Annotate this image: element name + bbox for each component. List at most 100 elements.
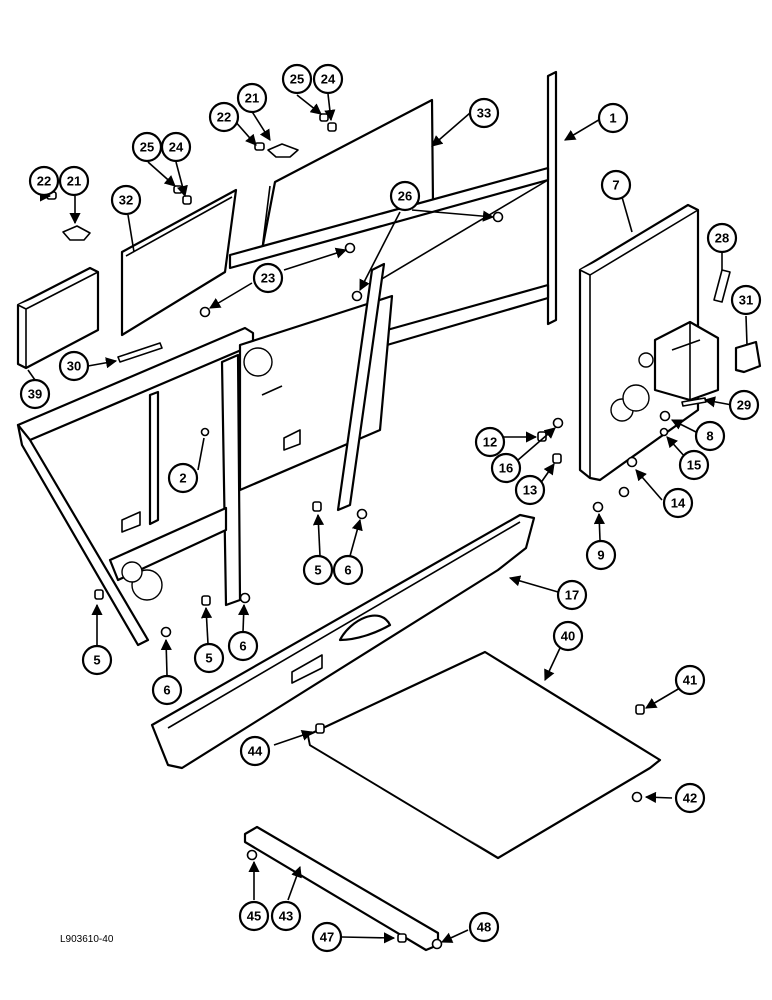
callout-32: 32 [110, 184, 142, 216]
callout-47: 47 [311, 921, 343, 953]
callout-40: 40 [552, 620, 584, 652]
hardware-fasteners [46, 113, 707, 950]
svg-text:39: 39 [28, 387, 42, 402]
svg-text:22: 22 [217, 110, 231, 125]
svg-text:24: 24 [169, 140, 184, 155]
svg-text:21: 21 [67, 174, 81, 189]
svg-text:33: 33 [477, 106, 491, 121]
svg-text:40: 40 [561, 629, 575, 644]
callout-9: 9 [585, 539, 617, 571]
leader-lines [27, 93, 748, 944]
callout-48: 48 [468, 911, 500, 943]
callout-41: 41 [674, 664, 706, 696]
callout-22: 22 [208, 101, 240, 133]
part-39-side-panel [16, 266, 100, 370]
callout-23: 23 [252, 262, 284, 294]
callout-5: 5 [302, 554, 334, 586]
callout-24: 24 [160, 131, 192, 163]
callout-25: 25 [131, 131, 163, 163]
svg-text:6: 6 [344, 563, 351, 578]
svg-text:25: 25 [140, 140, 154, 155]
callout-17: 17 [556, 579, 588, 611]
svg-text:47: 47 [320, 930, 334, 945]
svg-text:29: 29 [737, 398, 751, 413]
callout-44: 44 [239, 735, 271, 767]
part-2-left-frame [16, 326, 255, 647]
callout-21: 21 [236, 82, 268, 114]
part-28-tube [713, 269, 731, 303]
center-panel [238, 262, 394, 512]
callout-25: 25 [281, 63, 313, 95]
callout-29: 29 [728, 389, 760, 421]
callout-5: 5 [81, 644, 113, 676]
callout-14: 14 [662, 487, 694, 519]
callout-2: 2 [167, 462, 199, 494]
svg-text:2: 2 [179, 471, 186, 486]
svg-text:43: 43 [279, 909, 293, 924]
svg-text:23: 23 [261, 271, 275, 286]
callout-6: 6 [332, 554, 364, 586]
svg-text:1: 1 [609, 111, 616, 126]
callout-12: 12 [474, 426, 506, 458]
svg-text:15: 15 [687, 458, 701, 473]
svg-text:30: 30 [67, 359, 81, 374]
svg-text:48: 48 [477, 920, 491, 935]
svg-text:25: 25 [290, 72, 304, 87]
callout-8: 8 [694, 420, 726, 452]
svg-text:14: 14 [671, 496, 686, 511]
svg-text:7: 7 [612, 178, 619, 193]
svg-text:5: 5 [205, 651, 212, 666]
svg-text:8: 8 [706, 429, 713, 444]
callout-6: 6 [151, 674, 183, 706]
part-40-floor-plate [306, 650, 662, 860]
svg-text:6: 6 [239, 639, 246, 654]
callout-15: 15 [678, 449, 710, 481]
svg-text:44: 44 [248, 744, 263, 759]
callout-30: 30 [58, 350, 90, 382]
callout-16: 16 [490, 452, 522, 484]
svg-text:41: 41 [683, 673, 697, 688]
callout-22: 22 [28, 165, 60, 197]
callout-1: 1 [597, 102, 629, 134]
svg-text:9: 9 [597, 548, 604, 563]
svg-text:5: 5 [314, 563, 321, 578]
callout-21: 21 [58, 165, 90, 197]
part-32-window-panel [120, 188, 238, 337]
callout-5: 5 [193, 642, 225, 674]
callout-24: 24 [312, 63, 344, 95]
callout-7: 7 [600, 169, 632, 201]
callout-26: 26 [389, 180, 421, 212]
callout-39: 39 [19, 378, 51, 410]
svg-text:5: 5 [93, 653, 100, 668]
svg-text:42: 42 [683, 791, 697, 806]
svg-text:28: 28 [715, 231, 729, 246]
svg-text:16: 16 [499, 461, 513, 476]
callout-31: 31 [730, 284, 762, 316]
part-31-block [734, 340, 762, 374]
svg-text:17: 17 [565, 588, 579, 603]
callouts: 1 2 5 5 5 6 6 6 7 8 9 12 13 14 15 16 17 … [19, 63, 762, 953]
callout-13: 13 [514, 474, 546, 506]
svg-text:12: 12 [483, 435, 497, 450]
part-43-bar [243, 825, 440, 952]
svg-text:24: 24 [321, 72, 336, 87]
svg-text:22: 22 [37, 174, 51, 189]
svg-text:6: 6 [163, 683, 170, 698]
part-1-main-frame [228, 70, 558, 347]
part-7-side-panel [578, 203, 720, 482]
drawing-reference: L903610-40 [60, 934, 114, 945]
callout-28: 28 [706, 222, 738, 254]
callout-33: 33 [468, 97, 500, 129]
svg-text:13: 13 [523, 483, 537, 498]
svg-text:26: 26 [398, 189, 412, 204]
svg-text:31: 31 [739, 293, 753, 308]
svg-text:21: 21 [245, 91, 259, 106]
callout-45: 45 [238, 900, 270, 932]
callout-6: 6 [227, 630, 259, 662]
callout-43: 43 [270, 900, 302, 932]
part-30-strip [117, 342, 163, 363]
part-17-bottom-rail [150, 513, 536, 770]
svg-text:32: 32 [119, 193, 133, 208]
svg-text:45: 45 [247, 909, 261, 924]
